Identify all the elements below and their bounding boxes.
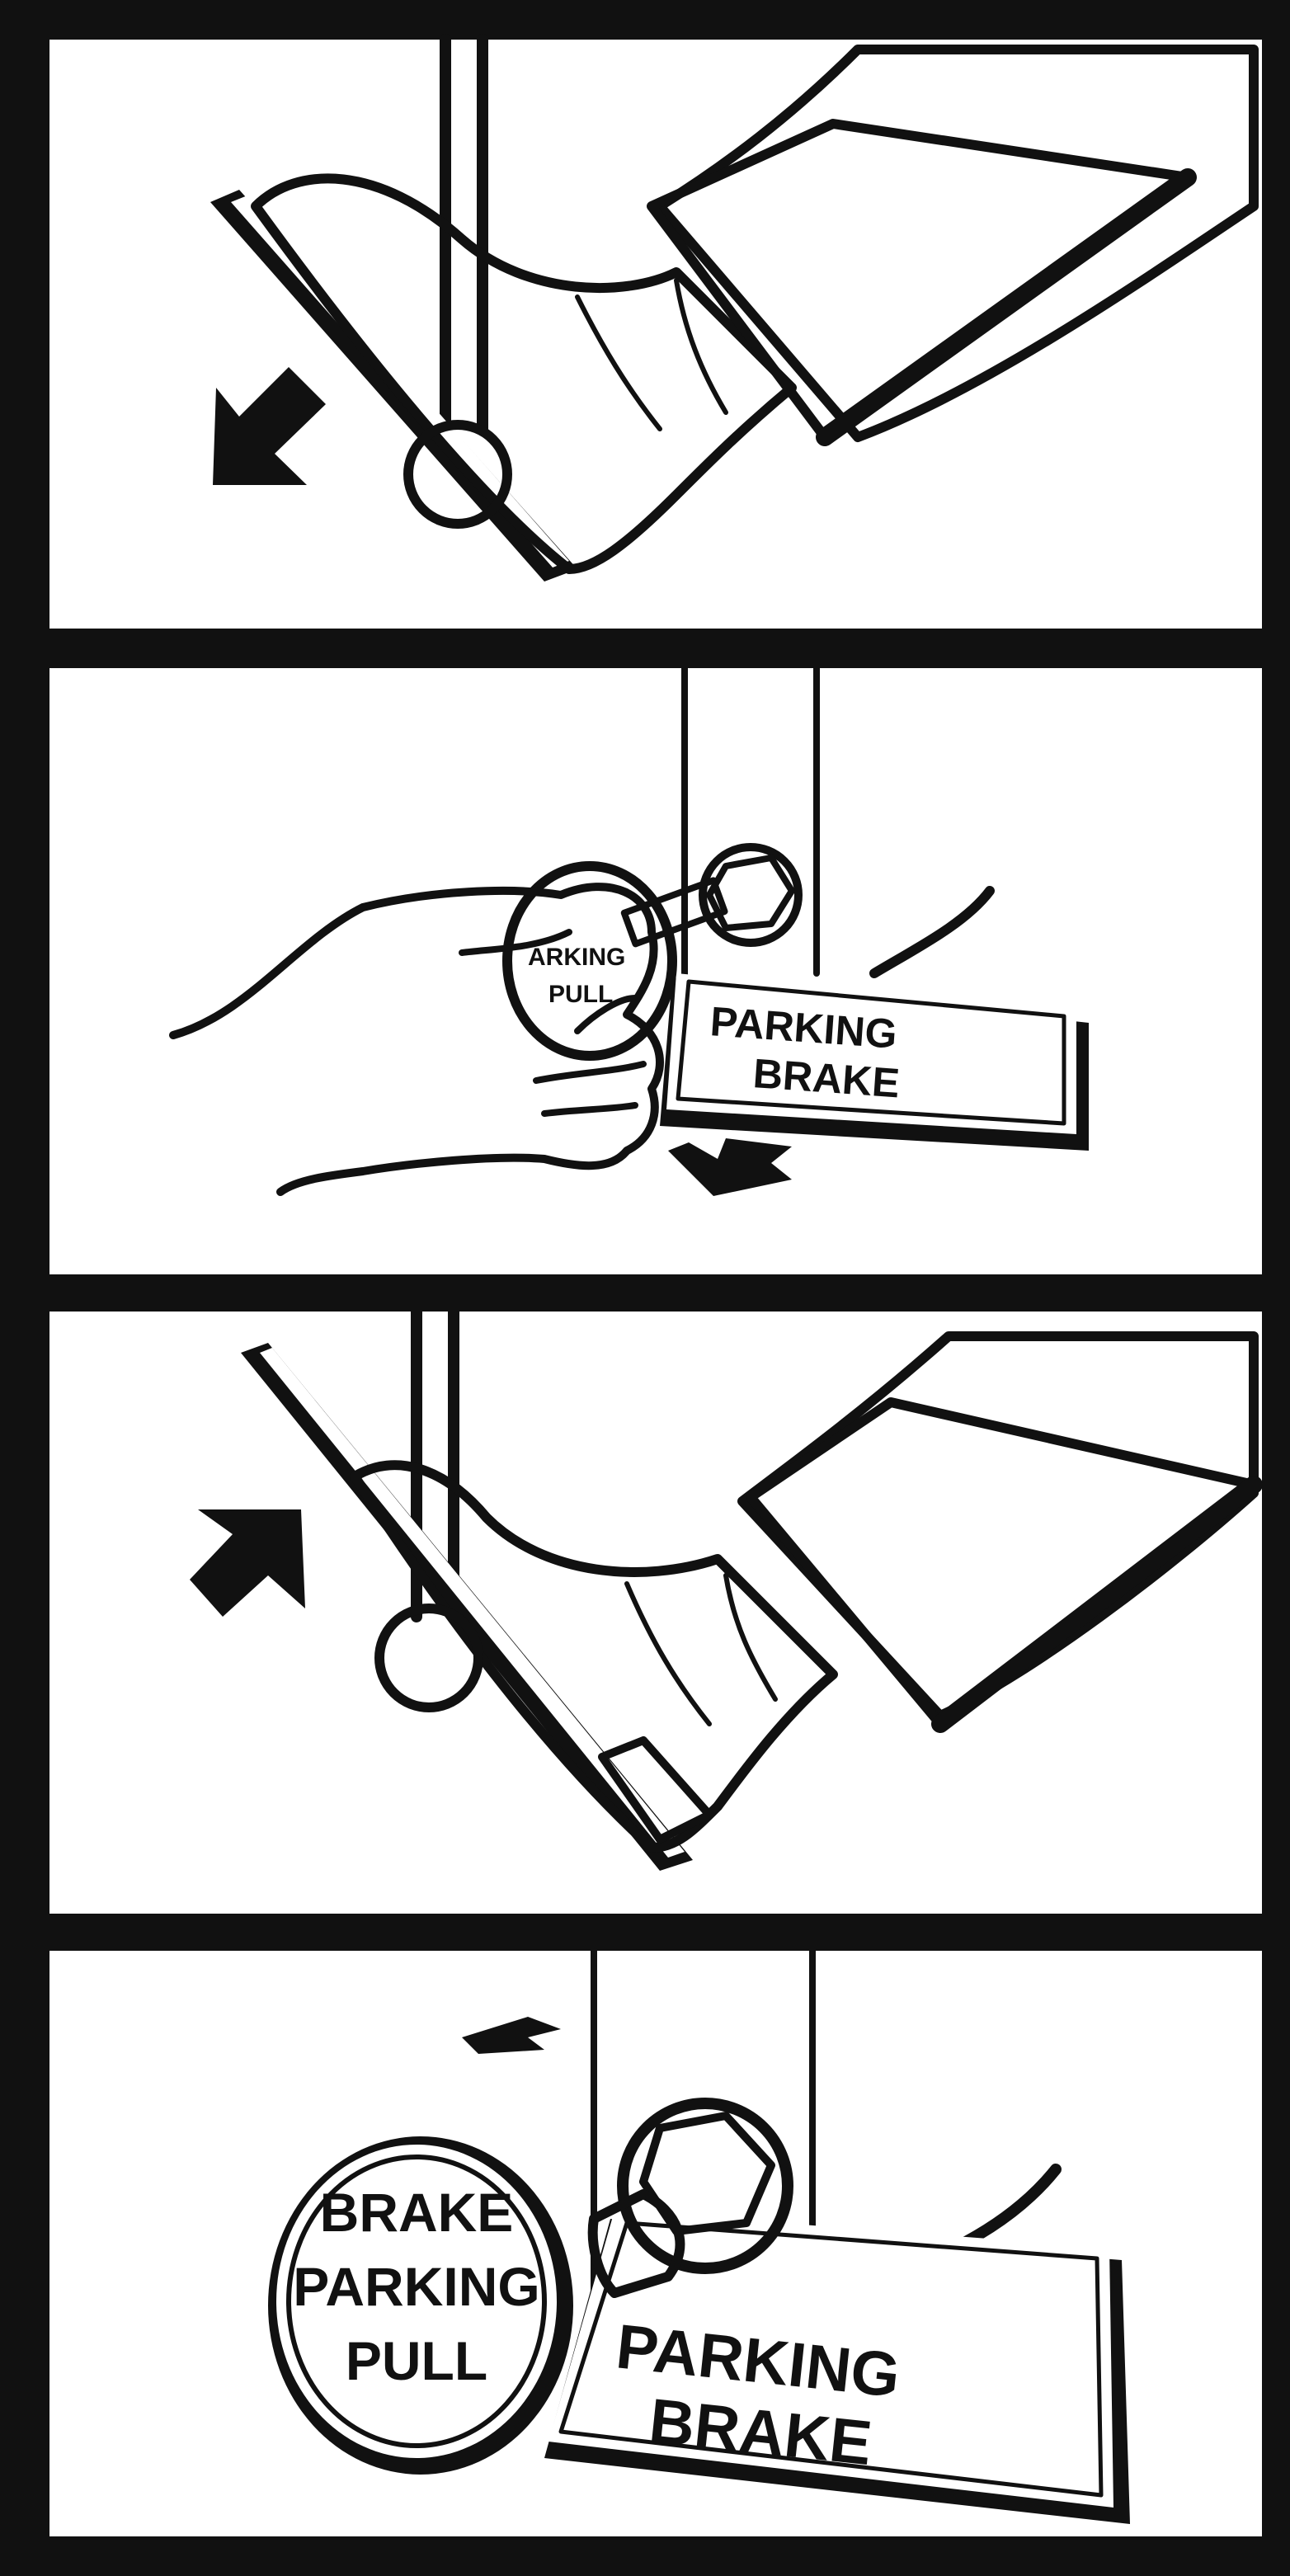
knob-line-1: ARKING: [528, 944, 625, 971]
svg-text:PULL: PULL: [346, 2330, 487, 2391]
panel-1-background: [49, 40, 1262, 629]
parking-brake-knob: BRAKE PARKING PULL: [268, 2136, 573, 2475]
panel-2: PARKING BRAKE ARKING PULL: [49, 668, 1262, 1274]
svg-text:ARKING: ARKING: [528, 944, 625, 971]
knob-line-2: PULL: [548, 981, 613, 1008]
knob-line-1: BRAKE: [320, 2182, 514, 2243]
panel-1: [49, 40, 1262, 629]
svg-text:BRAKE: BRAKE: [320, 2182, 514, 2243]
svg-text:PULL: PULL: [548, 981, 613, 1008]
panel-divider-2: [25, 1274, 1287, 1312]
panel-divider-3: [25, 1914, 1287, 1951]
panel-2-background: [49, 668, 1262, 1274]
knob-line-3: PULL: [346, 2330, 487, 2391]
panel-4: PARKING BRAKE BRAKE PARKING PULL: [49, 1951, 1262, 2536]
panel-divider-1: [25, 629, 1287, 668]
svg-text:PARKING: PARKING: [293, 2256, 539, 2317]
knob-line-2: PARKING: [293, 2256, 539, 2317]
panel-3: [49, 1312, 1262, 1914]
